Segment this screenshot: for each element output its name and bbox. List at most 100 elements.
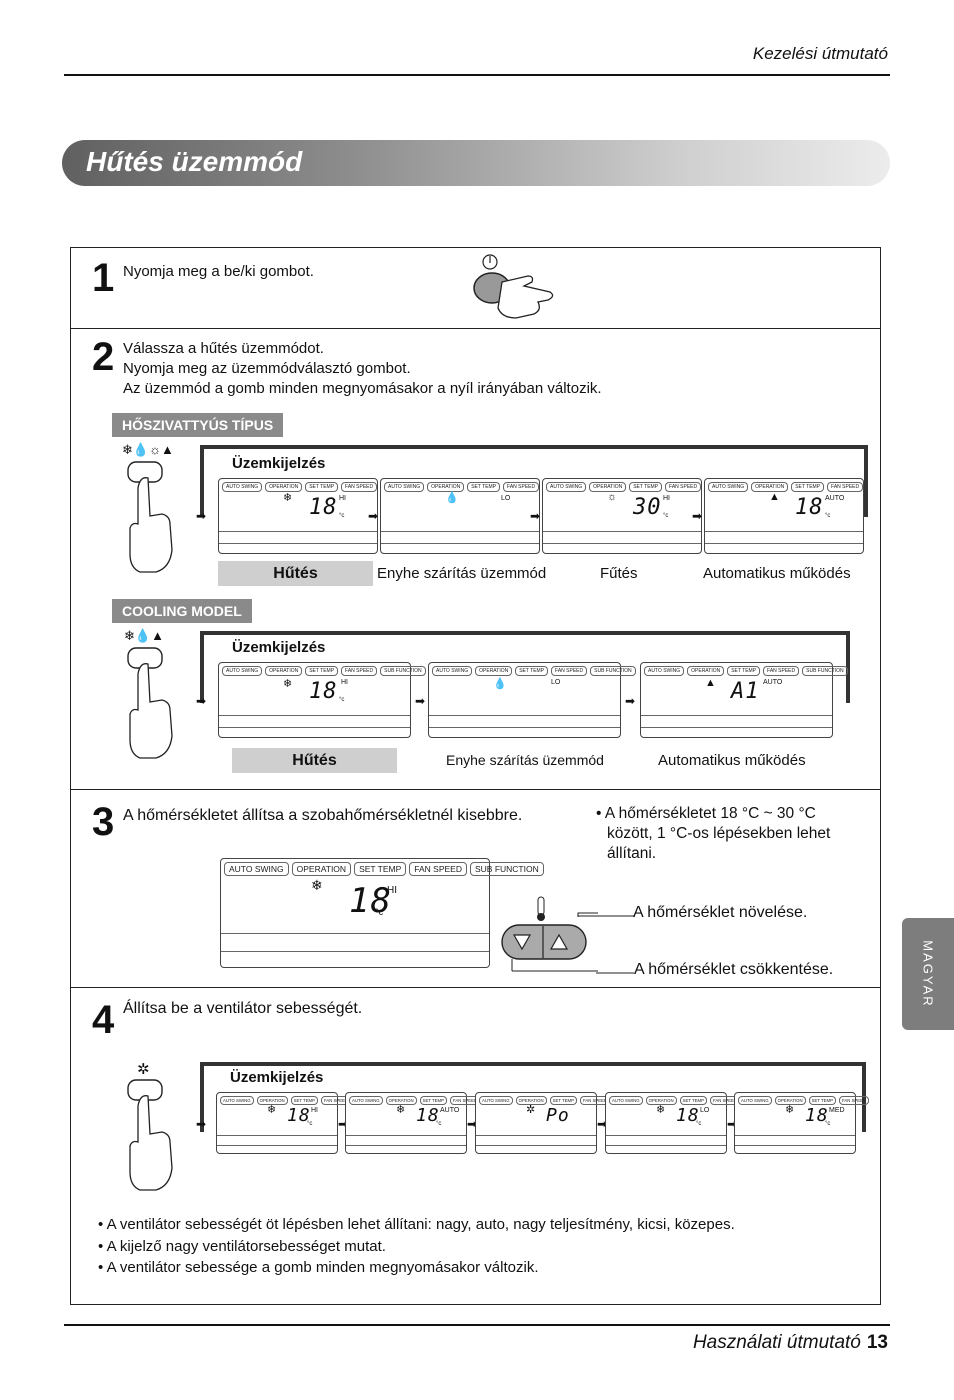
unit-label: °c — [696, 1121, 702, 1127]
increase-label: A hőmérséklet növelése. — [633, 904, 808, 921]
lcd-tab: FAN SPEED — [341, 666, 378, 676]
step-3-text: A hőmérsékletet állítsa a szobahőmérsékl… — [123, 807, 523, 824]
lcd-divider — [221, 951, 489, 952]
heatpump-tag: HŐSZIVATTYÚS TÍPUS — [112, 413, 284, 437]
footer-rule — [64, 1324, 890, 1326]
section-title-bar: Hűtés üzemmód — [62, 140, 890, 186]
lcd-tab: AUTO SWING — [222, 482, 263, 492]
unit-label: °c — [825, 513, 831, 519]
lcd-divider — [641, 715, 832, 716]
sequence-arrow-icon: ➡ — [196, 1117, 207, 1131]
fan-button-hand — [122, 1076, 182, 1196]
display-label: Üzemkijelzés — [232, 639, 326, 656]
sequence-arrow-icon: ➡ — [196, 694, 207, 708]
lcd-tab: AUTO SWING — [220, 1096, 254, 1105]
temperature-readout: 18 — [309, 495, 338, 520]
lcd-tab: SUB FUNCTION — [802, 666, 848, 676]
caption-auto: Automatikus működés — [658, 752, 806, 769]
caption-cooling: Hűtés — [218, 561, 373, 586]
temperature-readout: Po — [546, 1105, 570, 1126]
fan-speed-indicator: HI — [311, 1107, 318, 1114]
sequence-bracket — [200, 631, 850, 703]
lcd-tab: SET TEMP — [290, 1096, 318, 1105]
lcd-tab: SUB FUNCTION — [380, 666, 426, 676]
mode-indicator: ❄ — [396, 1104, 406, 1116]
lcd-tab: SET TEMP — [679, 1096, 707, 1105]
temperature-readout: 18 — [349, 881, 392, 921]
lcd-tab: AUTO SWING — [609, 1096, 643, 1105]
lcd-divider — [735, 1135, 855, 1136]
display-label: Üzemkijelzés — [232, 455, 326, 472]
cooling-tag: COOLING MODEL — [112, 599, 252, 623]
lcd-tab: AUTO SWING — [479, 1096, 513, 1105]
lcd-divider — [429, 727, 620, 728]
mode-indicator: ❄ — [656, 1104, 666, 1116]
lcd-tab: OPERATION — [751, 482, 789, 492]
caption-dry: Enyhe szárítás üzemmód — [377, 565, 547, 582]
fan-speed-indicator: AUTO — [825, 495, 845, 502]
lcd-divider — [219, 543, 377, 544]
lcd-tab: SET TEMP — [515, 666, 549, 676]
sequence-arrow-icon: ➡ — [530, 509, 541, 523]
lcd-tab: OPERATION — [427, 482, 465, 492]
lcd-divider — [606, 1135, 726, 1136]
lcd-tab: AUTO SWING — [349, 1096, 383, 1105]
unit-label: °c — [339, 697, 345, 703]
step-4-text: Állítsa be a ventilátor sebességét. — [123, 1000, 363, 1017]
step-3-note: állítani. — [607, 845, 657, 862]
lcd-divider — [219, 531, 377, 532]
lcd-tab: FAN SPEED — [503, 482, 540, 492]
mode-indicator: ☼ — [607, 491, 618, 503]
lcd-tab: AUTO SWING — [224, 862, 289, 876]
temperature-buttons — [498, 895, 602, 973]
temperature-readout: 18 — [287, 1105, 311, 1126]
lcd-tab: AUTO SWING — [738, 1096, 772, 1105]
temperature-readout: 18 — [805, 1105, 829, 1126]
mode-indicator: ❄ — [283, 678, 293, 690]
sequence-arrow-icon: ➡ — [467, 1117, 478, 1131]
lcd-tab: OPERATION — [589, 482, 627, 492]
lcd-tab: OPERATION — [291, 862, 352, 876]
step-2-line: Válassza a hűtés üzemmódot. — [123, 340, 324, 357]
mode-icons: ❄💧☼▲ — [122, 442, 174, 457]
step-number: 1 — [92, 256, 115, 300]
lcd-tab: FAN SPEED — [409, 862, 467, 876]
lcd-tab: AUTO SWING — [546, 482, 587, 492]
lcd-tab: SET TEMP — [419, 1096, 447, 1105]
fan-note: • A ventilátor sebességét öt lépésben le… — [98, 1216, 735, 1233]
lcd-divider — [606, 1145, 726, 1146]
lcd-divider — [381, 531, 539, 532]
sequence-arrow-icon: ➡ — [727, 1117, 738, 1131]
lcd-tab: SET TEMP — [727, 666, 761, 676]
sequence-arrow-icon: ➡ — [415, 694, 426, 708]
caption-heating: Fűtés — [600, 565, 638, 582]
lcd-tab: OPERATION — [385, 1096, 417, 1105]
lcd-divider — [217, 1135, 337, 1136]
lcd-tab: SET TEMP — [305, 666, 339, 676]
lcd-tab: FAN SPEED — [551, 666, 588, 676]
fan-speed-indicator: LO — [551, 679, 561, 686]
section-title: Hűtés üzemmód — [86, 146, 303, 177]
lcd-tab: OPERATION — [774, 1096, 806, 1105]
sequence-arrow-icon: ➡ — [597, 1117, 608, 1131]
sequence-arrow-icon: ➡ — [692, 509, 703, 523]
lcd-tab: SUB FUNCTION — [590, 666, 636, 676]
fan-speed-indicator: LO — [700, 1107, 710, 1114]
lcd-tab: SET TEMP — [305, 482, 339, 492]
lcd-divider — [221, 933, 489, 934]
lcd-divider — [429, 715, 620, 716]
lcd-tab: OPERATION — [515, 1096, 547, 1105]
header-title: Kezelési útmutató — [752, 44, 888, 63]
step-3-note: • A hőmérsékletet 18 °C ~ 30 °C — [596, 805, 816, 822]
fan-speed-indicator: MED — [829, 1107, 845, 1114]
sequence-arrow-icon: ➡ — [338, 1117, 349, 1131]
divider — [71, 328, 880, 329]
lcd-tab: FAN SPEED — [838, 1096, 870, 1105]
